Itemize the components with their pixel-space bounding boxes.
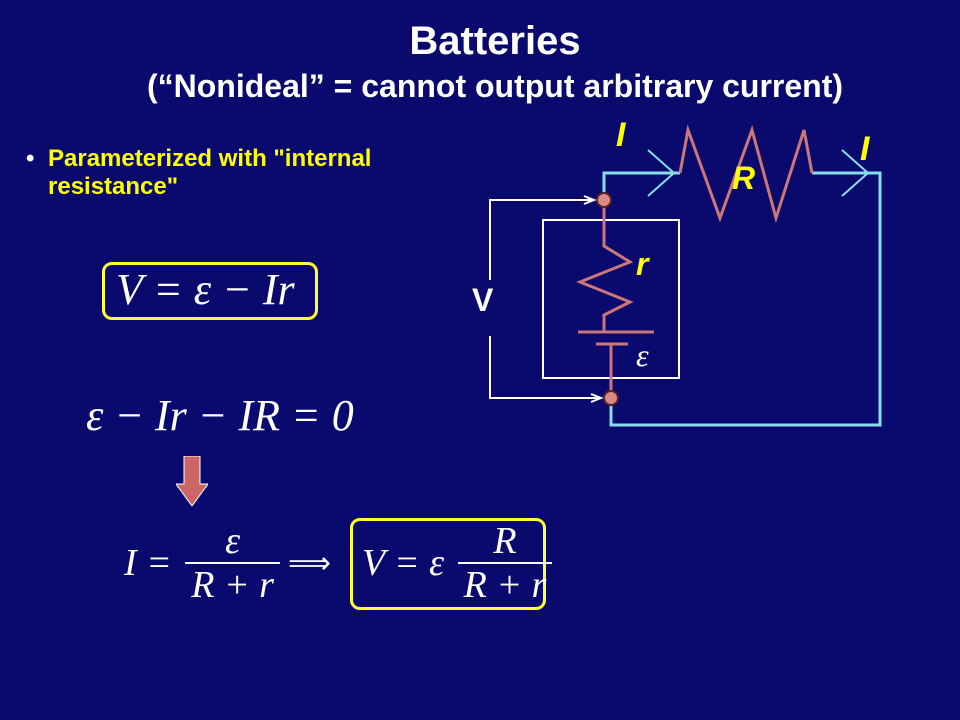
equation-current-lhs: I = <box>124 542 172 584</box>
terminal-top <box>596 192 612 208</box>
equation-terminal-voltage: V = ε R R + r <box>362 520 556 606</box>
circuit-wire <box>602 171 882 427</box>
current-arrow-left-icon <box>647 149 676 197</box>
equation-box-1 <box>102 262 318 320</box>
voltage-arrowhead-bottom-icon <box>590 393 604 403</box>
terminal-bottom <box>603 390 619 406</box>
bullet-marker: • <box>26 145 35 172</box>
voltage-arrow-bottom <box>489 336 599 399</box>
equation-terminal-lhs: V = ε <box>362 542 445 584</box>
implies-icon: ⟹ <box>288 547 332 580</box>
internal-resistor-icon <box>575 200 634 332</box>
label-current-right: I <box>860 130 870 168</box>
equation-current-fraction: ε R + r <box>185 520 280 606</box>
voltage-arrowhead-top-icon <box>583 195 597 205</box>
equation-voltage-lhs: V <box>116 265 143 314</box>
label-resistor-R: R <box>732 160 756 196</box>
equation-loop: ε − Ir − IR = 0 <box>86 391 354 440</box>
slide-subtitle: (“Nonideal” = cannot output arbitrary cu… <box>146 68 844 104</box>
equation-current: I = ε R + r <box>124 520 284 606</box>
down-arrow-icon <box>176 456 208 506</box>
equation-terminal-denominator: R + r <box>457 562 553 606</box>
slide-title: Batteries <box>409 19 581 63</box>
label-voltage-V: V <box>472 282 494 318</box>
bullet-text: Parameterized with "internal resistance" <box>48 145 372 200</box>
resistor-R-icon <box>678 124 814 224</box>
voltage-arrow-top <box>489 199 592 280</box>
label-emf: ε <box>636 337 649 373</box>
equation-voltage-rhs: = ε − Ir <box>153 265 295 314</box>
equation-current-denominator: R + r <box>185 562 280 606</box>
equation-voltage: V = ε − Ir <box>116 266 295 314</box>
label-resistor-r: r <box>636 246 649 282</box>
equation-current-numerator: ε <box>225 520 241 562</box>
current-arrow-right-icon <box>841 149 870 197</box>
equation-box-2 <box>350 518 546 610</box>
equation-terminal-numerator: R <box>493 520 517 562</box>
label-current-left: I <box>616 116 626 154</box>
equation-terminal-fraction: R R + r <box>457 520 553 606</box>
